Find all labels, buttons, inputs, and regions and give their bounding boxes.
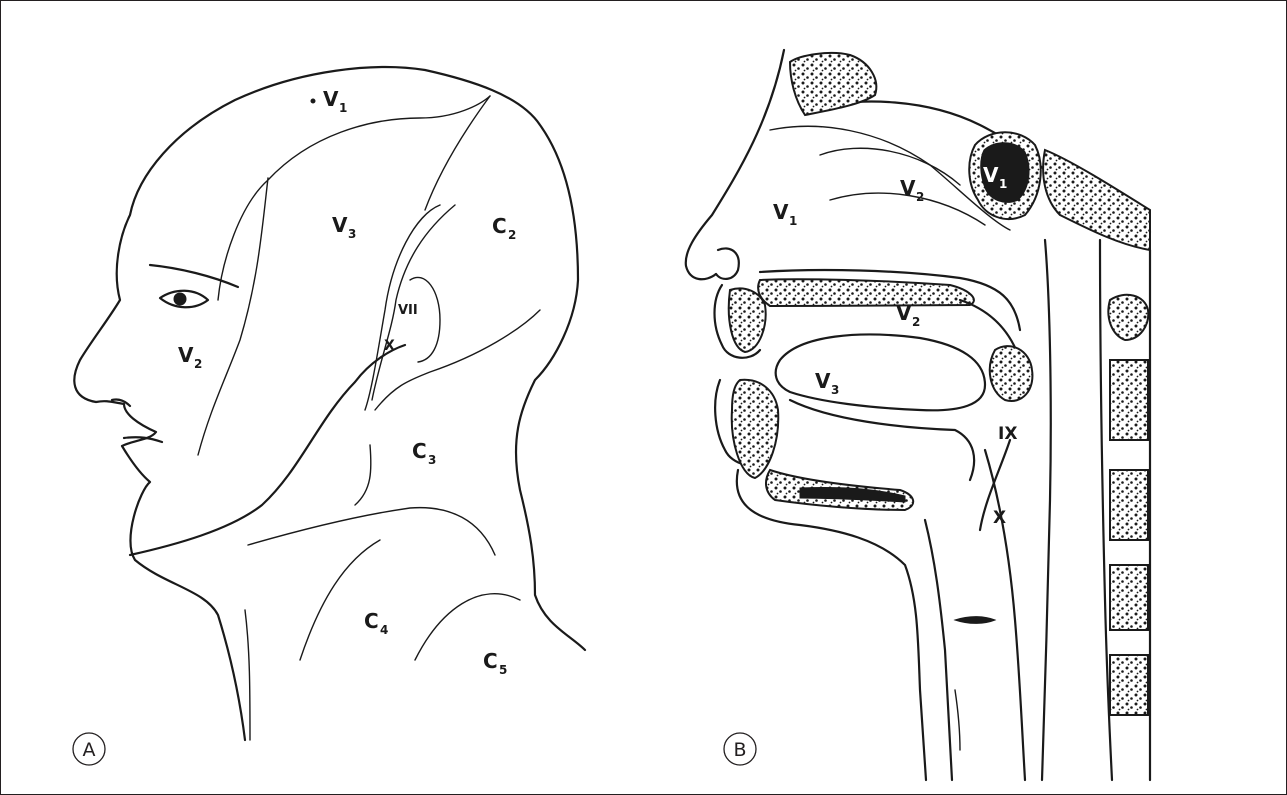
frontal-bone — [790, 53, 876, 115]
panel-a-labels: V 1 V 3 C 2 VII V 2 X C 3 C 4 C 5 — [178, 87, 516, 677]
panel-b-labels: V 1 V 2 V 1 V 2 V 3 IX X — [773, 163, 1017, 528]
oral-floor — [790, 400, 974, 480]
ear-inner — [410, 277, 440, 362]
label-v1: V — [323, 87, 339, 111]
label-b-v1-nose-sub: 1 — [789, 214, 797, 228]
jaw-hatch — [355, 445, 371, 505]
tongue — [776, 334, 985, 410]
label-c3-sub: 3 — [428, 453, 436, 467]
pupil — [174, 293, 186, 305]
label-v3-sub: 3 — [348, 227, 356, 241]
c3-c4-boundary — [248, 508, 495, 555]
nostril-b — [716, 248, 739, 279]
maxilla — [758, 279, 974, 306]
label-vii: VII — [398, 303, 418, 318]
label-x: X — [384, 338, 395, 354]
nasal-concha-1 — [820, 148, 960, 185]
label-c3: C — [412, 439, 427, 463]
chin-b — [737, 470, 926, 780]
label-b-v2-palate: V — [896, 301, 912, 325]
label-b-v3-tongue: V — [815, 369, 831, 393]
label-v3: V — [332, 213, 348, 237]
panel-letter-a: A — [73, 733, 105, 765]
upper-incisor-bone — [729, 288, 766, 352]
vertebra-3 — [1110, 565, 1148, 630]
label-b-ix: IX — [998, 424, 1017, 444]
label-b-v1-nose: V — [773, 200, 789, 224]
label-v2: V — [178, 343, 194, 367]
atlas — [1108, 295, 1148, 340]
forehead-line — [198, 178, 268, 455]
label-c4-sub: 4 — [380, 623, 388, 637]
c4-c5-boundary — [300, 540, 380, 660]
vertebra-4 — [1110, 655, 1148, 715]
label-b-v1-sinus-sub: 1 — [999, 177, 1007, 191]
trachea-ring — [955, 690, 960, 750]
label-c4: C — [364, 609, 379, 633]
neck-front — [245, 610, 250, 740]
label-c2-sub: 2 — [508, 228, 516, 242]
label-c5-sub: 5 — [499, 663, 507, 677]
panel-a-head-profile — [74, 67, 585, 740]
vocal-fold — [955, 617, 995, 624]
label-b-x: X — [993, 508, 1006, 528]
pharynx-back — [1042, 240, 1051, 780]
v1-v2-boundary — [218, 96, 490, 300]
label-b-v3-tongue-sub: 3 — [831, 383, 839, 397]
panel-b-sagittal-section — [686, 50, 1150, 780]
c5-shoulder — [415, 594, 520, 660]
chin-jaw-line — [130, 345, 405, 555]
panel-letter-b: B — [724, 733, 756, 765]
c2-lower-boundary — [375, 310, 540, 410]
label-c2: C — [492, 214, 507, 238]
vertebra-1 — [1110, 360, 1148, 440]
eyebrow — [150, 265, 238, 287]
vertebra-2 — [1110, 470, 1148, 540]
label-b-v2-nasal: V — [900, 176, 916, 200]
adenoid-tonsil — [990, 346, 1033, 401]
label-c5: C — [483, 649, 498, 673]
panel-letter-b-text: B — [733, 739, 746, 761]
larynx-front — [925, 520, 952, 780]
label-v2-sub: 2 — [194, 357, 202, 371]
nose-profile — [686, 50, 784, 279]
v1-dot — [311, 99, 315, 103]
label-b-v2-palate-sub: 2 — [912, 315, 920, 329]
label-b-v1-sinus: V — [983, 163, 999, 187]
label-v1-sub: 1 — [339, 101, 347, 115]
larynx-back — [985, 450, 1025, 780]
label-b-v2-nasal-sub: 2 — [916, 190, 924, 204]
panel-letter-a-text: A — [83, 739, 96, 761]
head-outline — [74, 67, 585, 740]
clivus — [1043, 150, 1150, 250]
